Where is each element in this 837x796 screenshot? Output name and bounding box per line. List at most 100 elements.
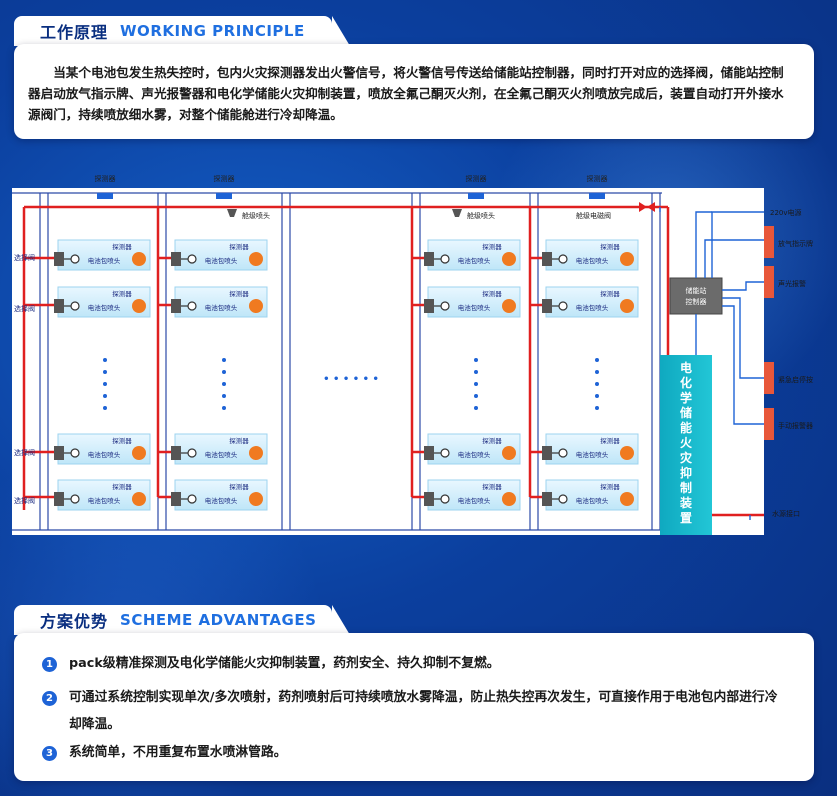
pack-detector-label: 探测器: [112, 436, 132, 445]
pack-detector-label: 探测器: [482, 289, 502, 298]
ceiling-detector-label-4: 探测器: [587, 174, 608, 183]
selector-valve-label-3: 选择阀: [14, 448, 35, 457]
selector-valve-icon: [424, 492, 434, 506]
nozzle-icon: [227, 209, 237, 217]
pack-detector-label: 探测器: [600, 289, 620, 298]
red-pipes: [22, 205, 764, 517]
scheme-advantages-title-en: SCHEME ADVANTAGES: [120, 611, 317, 629]
pack-nozzle-icon: [187, 448, 197, 458]
selector-valve-icon: [54, 252, 64, 266]
pack-detector-icon: [620, 492, 634, 506]
working-principle-card: [14, 44, 814, 139]
working-principle-title-cn: 工作原理: [40, 23, 109, 42]
controller-label-1: 储能站: [686, 286, 707, 295]
release-sign-panel: [764, 226, 774, 258]
controller-label-2: 控制器: [686, 297, 707, 306]
horizontal-ellipsis: • • • • • •: [323, 374, 379, 385]
pack-nozzle-icon: [187, 494, 197, 504]
pack-nozzle-icon: [440, 254, 450, 264]
pack-detector-icon: [620, 299, 634, 313]
working-principle-title-en: WORKING PRINCIPLE: [120, 22, 305, 40]
power-label: 220v电源: [770, 208, 802, 217]
pack-detector-icon: [132, 252, 146, 266]
pack-detector-icon: [502, 252, 516, 266]
battery-packs: 探测器电池包喷头探测器电池包喷头探测器电池包喷头探测器电池包喷头探测器电池包喷头…: [54, 239, 639, 511]
pack-nozzle-label: 电池包喷头: [458, 496, 491, 505]
alarm-label: 声光报警: [778, 279, 806, 288]
manual-alarm-label: 手动报警器: [778, 421, 813, 430]
manual-alarm-panel: [764, 408, 774, 440]
selector-valve-icon: [54, 446, 64, 460]
scheme-advantages-tab: 方案优势 SCHEME ADVANTAGES: [14, 605, 350, 635]
selector-valve-icon: [54, 492, 64, 506]
pack-nozzle-label: 电池包喷头: [88, 496, 121, 505]
pack-nozzle-label: 电池包喷头: [205, 450, 238, 459]
water-inlet-label: 水源接口: [772, 509, 800, 518]
scheme-advantages-title-cn: 方案优势: [40, 612, 109, 631]
pack-nozzle-label: 电池包喷头: [88, 303, 121, 312]
cabin-valve-label: 舱级电磁阀: [576, 211, 611, 220]
pack-detector-icon: [502, 446, 516, 460]
pack-nozzle-icon: [70, 254, 80, 264]
advantage-text-2: 可通过系统控制实现单次/多次喷射，药剂喷射后可持续喷放水雾降温，防止热失控再次发…: [69, 690, 778, 732]
pack-detector-label: 探测器: [600, 482, 620, 491]
detector-icon: [97, 193, 113, 199]
system-diagram: 探测器 探测器 探测器 探测器: [12, 174, 813, 535]
pack-detector-icon: [249, 492, 263, 506]
pack-detector-label: 探测器: [229, 436, 249, 445]
suppression-device: [660, 355, 712, 535]
detector-icon: [468, 193, 484, 199]
working-principle-tab: 工作原理 WORKING PRINCIPLE: [14, 16, 350, 46]
advantage-number-2: 2: [42, 691, 57, 706]
pack-nozzle-label: 电池包喷头: [576, 496, 609, 505]
pack-nozzle-icon: [70, 494, 80, 504]
pack-detector-label: 探测器: [112, 242, 132, 251]
ceiling-detector-label-3: 探测器: [466, 174, 487, 183]
selector-valve-icon: [542, 446, 552, 460]
pack-nozzle-label: 电池包喷头: [458, 303, 491, 312]
scheme-advantages-card: [14, 633, 814, 781]
ceiling-detector-label-1: 探测器: [95, 174, 116, 183]
pack-nozzle-icon: [558, 254, 568, 264]
pack-detector-icon: [249, 299, 263, 313]
pack-detector-label: 探测器: [112, 289, 132, 298]
selector-valve-icon: [424, 446, 434, 460]
pack-detector-icon: [249, 252, 263, 266]
selector-valve-icon: [171, 252, 181, 266]
pack-nozzle-icon: [440, 448, 450, 458]
emergency-stop-label: 紧急启停按: [778, 375, 813, 384]
selector-valve-icon: [54, 299, 64, 313]
detector-icon: [216, 193, 232, 199]
advantage-item-3: 3 系统简单，不用重复布置水喷淋管路。: [42, 744, 789, 766]
selector-valve-label-2: 选择阀: [14, 304, 35, 313]
ceiling-detector-label-2: 探测器: [214, 174, 235, 183]
selector-valve-icon: [171, 446, 181, 460]
pack-nozzle-icon: [70, 301, 80, 311]
pack-detector-label: 探测器: [482, 242, 502, 251]
pack-nozzle-label: 电池包喷头: [88, 256, 121, 265]
pack-nozzle-icon: [558, 301, 568, 311]
pack-detector-icon: [502, 492, 516, 506]
pack-detector-icon: [132, 446, 146, 460]
pack-detector-label: 探测器: [229, 289, 249, 298]
pack-nozzle-icon: [187, 254, 197, 264]
vertical-ellipses: [103, 358, 599, 410]
solenoid-valve-icon: [639, 202, 655, 212]
selector-valve-icon: [542, 492, 552, 506]
working-principle-paragraph: 当某个电池包发生热失控时，包内火灾探测器发出火警信号，将火警信号传送给储能站控制…: [28, 65, 784, 122]
selector-valve-icon: [424, 252, 434, 266]
advantage-number-3: 3: [42, 746, 57, 761]
selector-valve-icon: [424, 299, 434, 313]
pack-detector-label: 探测器: [229, 242, 249, 251]
pack-nozzle-icon: [558, 494, 568, 504]
advantage-text-1: pack级精准探测及电化学储能火灾抑制装置，药剂安全、持久抑制不复燃。: [69, 656, 500, 671]
pack-nozzle-icon: [187, 301, 197, 311]
selector-valve-icon: [171, 299, 181, 313]
pack-nozzle-label: 电池包喷头: [205, 256, 238, 265]
pack-detector-icon: [502, 299, 516, 313]
alarm-panel: [764, 266, 774, 298]
cabin-nozzle-label-2: 舱级喷头: [467, 211, 495, 220]
selector-valve-icon: [542, 252, 552, 266]
station-controller: [669, 277, 723, 315]
pack-nozzle-icon: [70, 448, 80, 458]
